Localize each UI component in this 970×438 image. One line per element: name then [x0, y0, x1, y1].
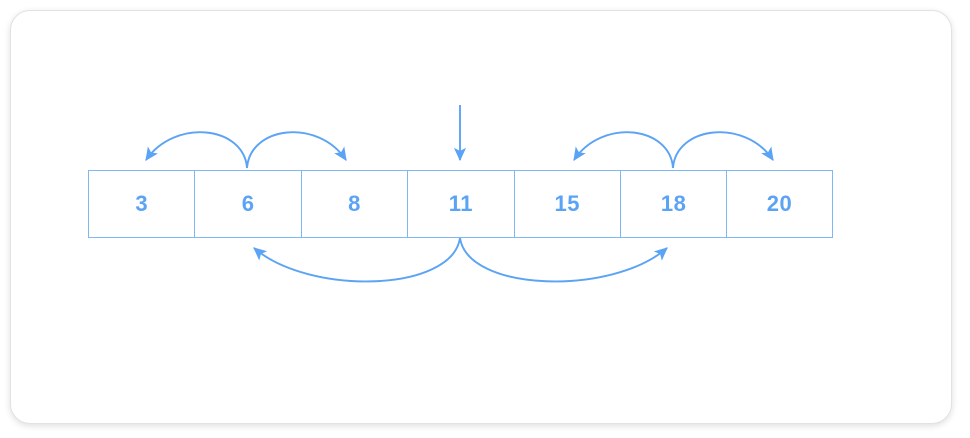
- array-cell-5[interactable]: 18: [619, 170, 727, 238]
- array-cell-0[interactable]: 3: [88, 170, 195, 238]
- arc-above-left-inner: [246, 131, 347, 169]
- array-cell-6[interactable]: 20: [726, 170, 833, 238]
- array-cell-value: 6: [241, 191, 255, 216]
- arc-above-right-outer: [573, 131, 674, 169]
- array-cell-value: 18: [660, 191, 687, 216]
- array-cell-value: 8: [348, 191, 361, 216]
- diagram-card: [10, 10, 952, 424]
- array-cell-value: 15: [554, 191, 580, 216]
- array-row: 3 6 8 11 15 18 20: [88, 170, 833, 238]
- array-cell-1[interactable]: 6: [194, 170, 301, 238]
- arc-above-left-outer: [145, 131, 248, 169]
- arc-below-left: [253, 237, 461, 283]
- array-cell-value: 11: [448, 191, 473, 216]
- array-cell-value: 3: [135, 191, 149, 216]
- array-cell-4[interactable]: 15: [513, 170, 620, 238]
- arc-below-right: [459, 237, 668, 283]
- array-cell-3[interactable]: 11: [407, 170, 514, 238]
- array-cell-2[interactable]: 8: [300, 170, 408, 238]
- array-cell-value: 20: [766, 191, 793, 216]
- arc-above-right-inner: [672, 131, 774, 169]
